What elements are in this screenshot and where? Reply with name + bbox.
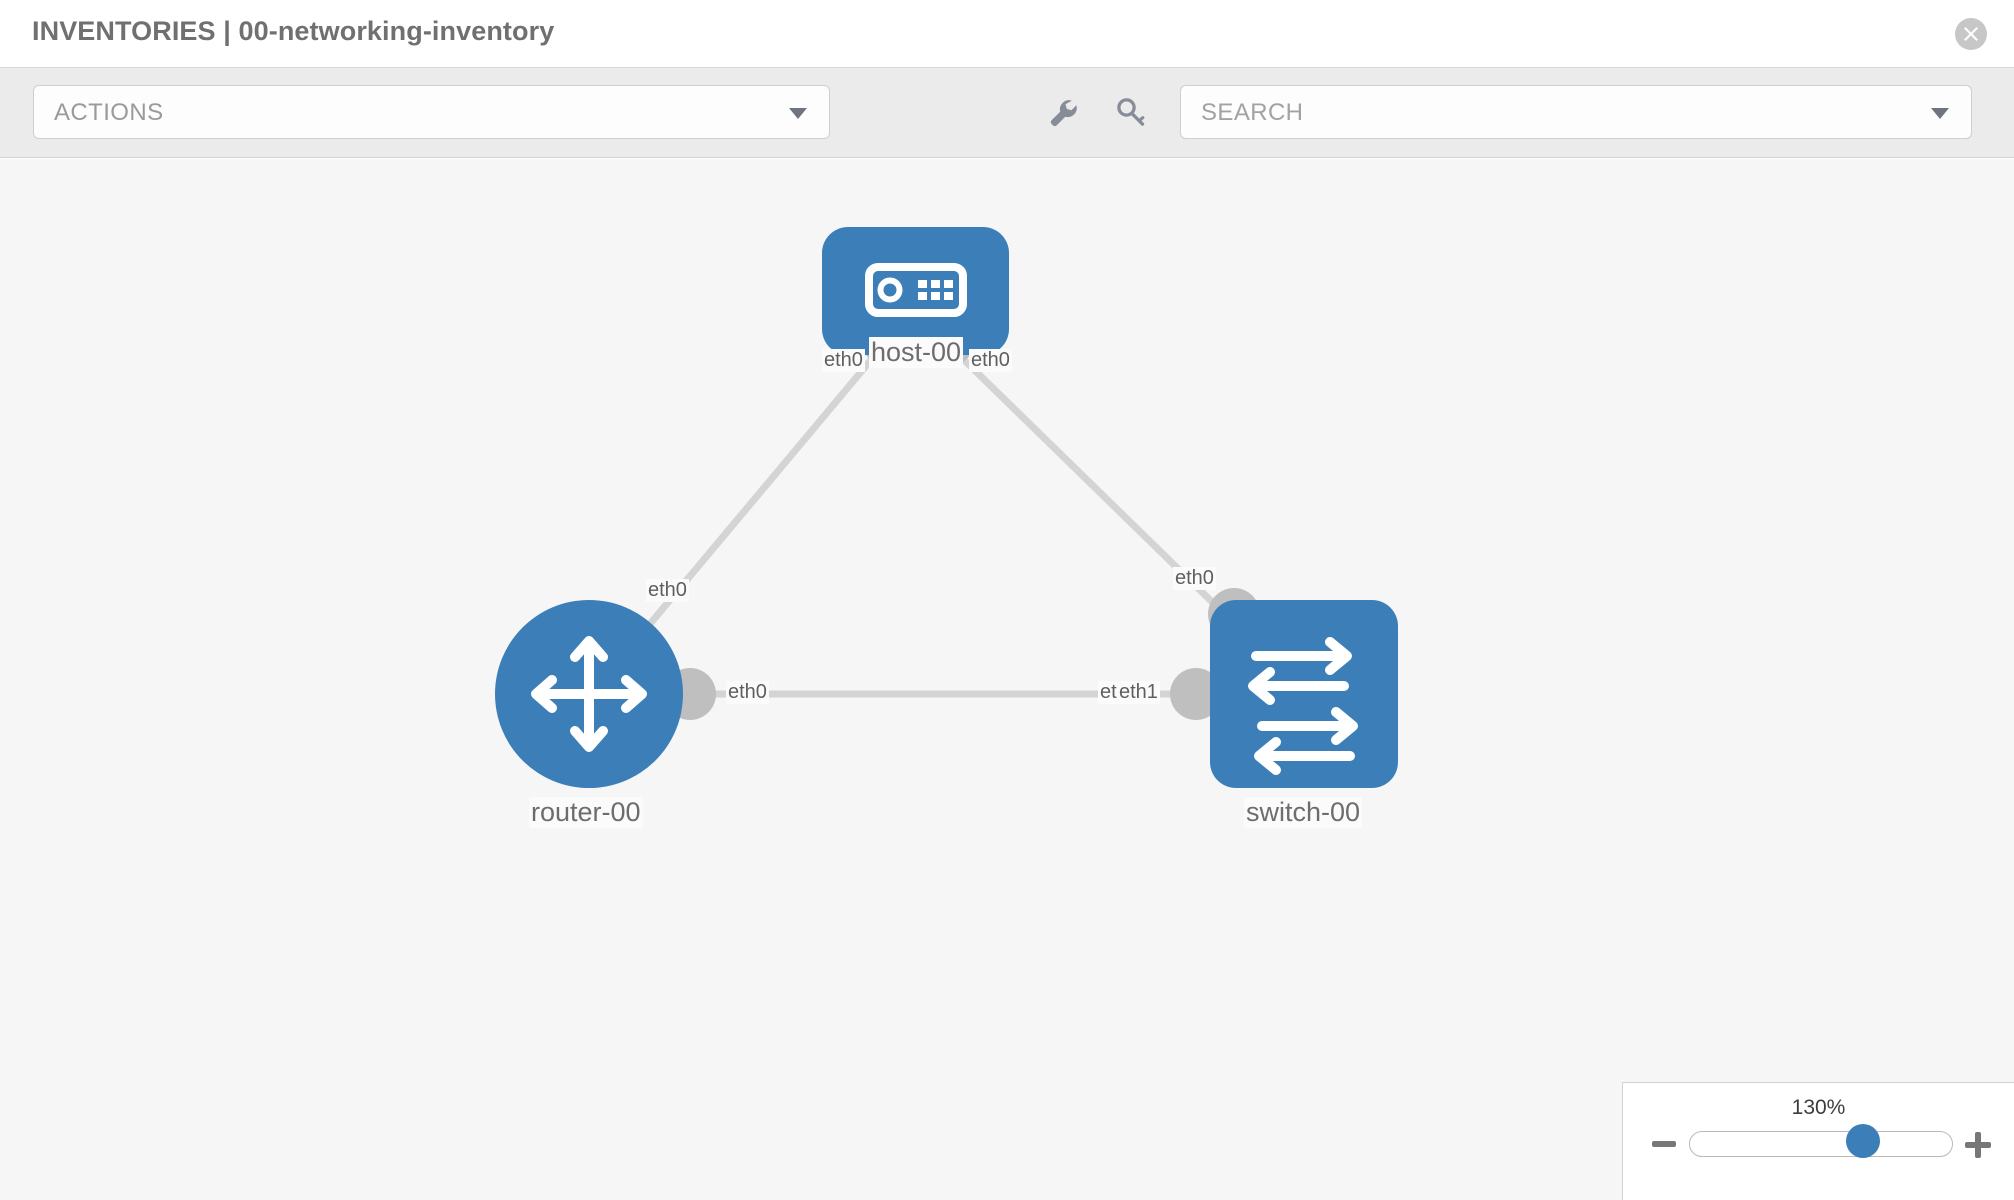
node-switch-00[interactable] <box>1210 600 1398 788</box>
chevron-down-icon <box>1931 108 1949 119</box>
iface-label-host00-right: eth0 <box>969 349 1012 372</box>
page-title: INVENTORIES | 00-networking-inventory <box>32 16 555 46</box>
wrench-icon <box>1050 100 1077 127</box>
topology-graph <box>495 227 1398 788</box>
search-placeholder: SEARCH <box>1201 99 1304 126</box>
iface-label-switch00-eth1: eth1 <box>1117 681 1160 704</box>
zoom-out-button[interactable] <box>1651 1131 1677 1157</box>
wrench-button[interactable] <box>1046 95 1082 131</box>
close-button[interactable] <box>1955 18 1987 50</box>
zoom-slider-thumb[interactable] <box>1846 1124 1880 1158</box>
page-header: INVENTORIES | 00-networking-inventory <box>0 0 2014 68</box>
iface-label-switch00-uplink: eth0 <box>1173 567 1216 590</box>
server-icon <box>865 263 967 317</box>
search-input[interactable]: SEARCH <box>1180 85 1972 139</box>
switch-arrows-icon <box>1248 637 1358 775</box>
node-label-host-00: host-00 <box>869 337 964 369</box>
chevron-down-icon <box>789 108 807 119</box>
link-host00-router00[interactable] <box>626 351 879 652</box>
connector-switch00-left[interactable] <box>1170 668 1222 720</box>
close-icon <box>1964 27 1978 41</box>
minus-icon <box>1652 1141 1676 1147</box>
router-arrows-icon <box>531 636 647 752</box>
iface-label-host00-left: eth0 <box>822 349 865 372</box>
zoom-in-button[interactable] <box>1964 1131 1992 1159</box>
actions-dropdown[interactable]: ACTIONS <box>33 85 830 139</box>
plus-icon <box>1965 1132 1991 1158</box>
zoom-slider-track[interactable] <box>1689 1131 1953 1157</box>
node-host-00[interactable] <box>822 227 1009 355</box>
zoom-level-value: 130% <box>1791 1096 1846 1119</box>
node-router-00[interactable] <box>495 600 683 788</box>
graph-links <box>626 351 1252 698</box>
key-icon <box>1117 98 1145 126</box>
iface-label-router00-eth0: eth0 <box>726 681 769 704</box>
link-host00-switch00[interactable] <box>955 351 1251 640</box>
iface-label-router00-uplink: eth0 <box>646 579 689 602</box>
node-label-router-00: router-00 <box>529 797 643 829</box>
key-button[interactable] <box>1113 95 1149 131</box>
topology-canvas[interactable]: eth0 host-00 eth0 eth0 eth0 eth0 eth0 et… <box>0 159 2014 1200</box>
node-label-switch-00: switch-00 <box>1244 797 1363 829</box>
actions-dropdown-label: ACTIONS <box>54 99 164 126</box>
graph-connectors <box>664 315 1260 720</box>
zoom-control-panel: 130% <box>1622 1082 2014 1200</box>
